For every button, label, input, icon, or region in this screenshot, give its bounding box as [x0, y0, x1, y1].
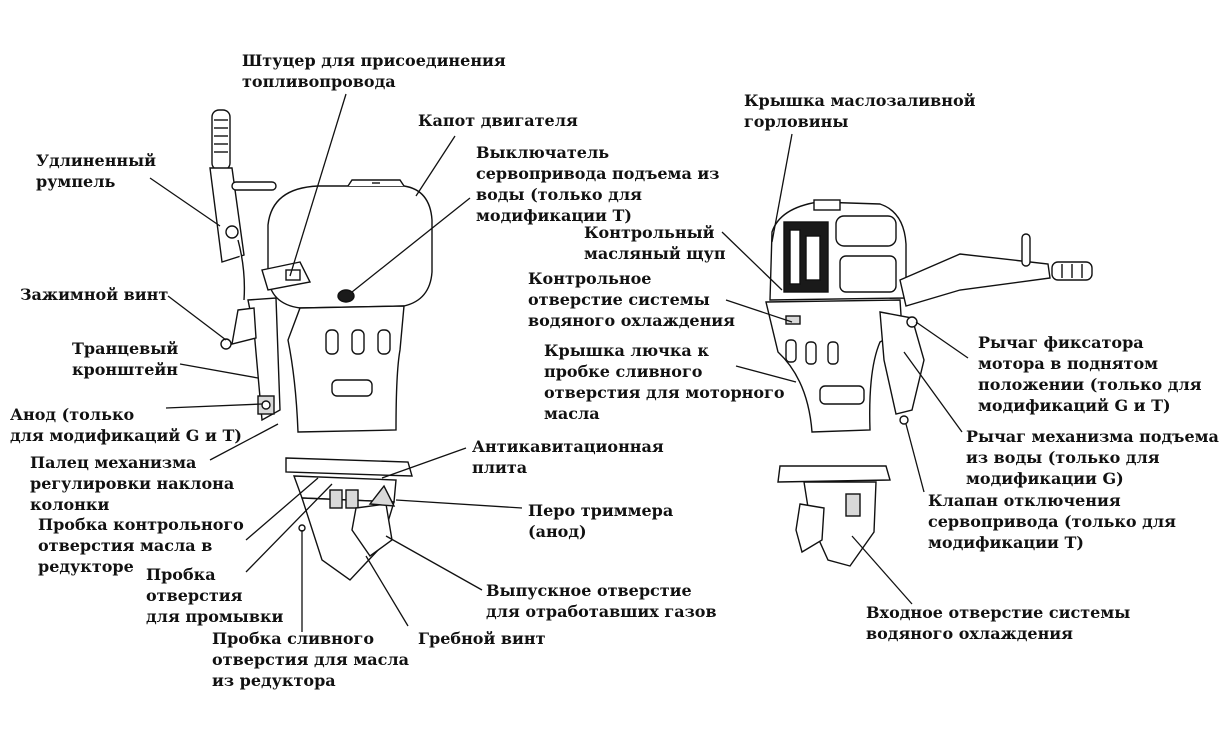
leader-oil-drain-cover	[735, 365, 797, 383]
label-clamp-screw: Зажимной винт	[20, 285, 169, 304]
leader-dipstick	[721, 231, 783, 291]
label-exhaust-outlet: Выпускное отверстие для отработавших газ…	[486, 581, 717, 621]
label-transom-bracket: Транцевый кронштейн	[72, 339, 179, 379]
lower-unit-shape	[285, 457, 413, 581]
leader-anode	[165, 403, 263, 409]
leader-trim-tab	[395, 499, 523, 509]
label-trim-tab: Перо триммера (анод)	[528, 501, 674, 541]
label-oil-filler-cap: Крышка маслозаливной горловины	[744, 91, 976, 131]
powerhead-shape	[769, 199, 907, 301]
right-motor-illustration	[765, 199, 1093, 567]
clamp-bracket-shape	[220, 297, 281, 422]
label-propeller: Гребной винт	[418, 629, 546, 648]
label-tilt-pin: Палец механизма регулировки наклона коло…	[30, 453, 235, 514]
midsection-shape	[287, 305, 405, 433]
label-dipstick: Контрольный масляный щуп	[584, 223, 726, 263]
leader-fuel-fitting	[289, 93, 347, 277]
label-power-tilt-switch: Выключатель сервопривода подъема из воды…	[476, 143, 720, 225]
label-extended-tiller: Удлиненный румпель	[36, 151, 157, 191]
leader-lines	[149, 93, 969, 632]
leader-exhaust-outlet	[385, 535, 483, 591]
label-anode: Анод (только для модификаций G и T)	[10, 405, 242, 445]
label-cooling-check-hole: Контрольное отверстие системы водяного о…	[528, 269, 735, 330]
tiller-handle	[209, 109, 277, 301]
label-fuel-fitting: Штуцер для присоединения топливопровода	[242, 51, 506, 91]
label-engine-cover: Капот двигателя	[418, 111, 578, 130]
label-gear-oil-drain-plug: Пробка сливного отверстия для масла из р…	[212, 629, 409, 690]
leader-power-tilt-switch	[351, 197, 471, 293]
leader-flush-plug	[245, 483, 333, 573]
leader-engine-cover	[415, 135, 456, 197]
leader-water-intake	[851, 535, 913, 605]
right-tiller	[899, 233, 1093, 307]
label-flush-plug: Пробка отверстия для промывки	[146, 565, 284, 626]
engine-cover-shape	[261, 179, 433, 309]
label-oil-drain-cover: Крышка лючка к пробке сливного отверстия…	[544, 341, 785, 423]
label-manual-release-valve: Клапан отключения сервопривода (только д…	[928, 491, 1176, 552]
leader-manual-release-valve	[905, 423, 925, 493]
leader-cooling-check-hole	[725, 299, 793, 323]
leader-tilt-lock-lever	[915, 321, 969, 359]
leader-transom-bracket	[179, 363, 259, 379]
right-lower-unit-shape	[777, 465, 891, 567]
label-anti-cavitation-plate: Антикавитационная плита	[472, 437, 664, 477]
label-tilt-lock-lever: Рычаг фиксатора мотора в поднятом положе…	[978, 333, 1202, 415]
leader-anti-cavitation-plate	[381, 447, 467, 479]
leader-clamp-screw	[167, 295, 227, 341]
label-water-intake: Входное отверстие системы водяного охлаж…	[866, 603, 1131, 643]
leader-gear-oil-level-plug	[245, 477, 319, 541]
leader-tilt-lever-g	[903, 351, 963, 433]
leader-tilt-pin	[209, 423, 279, 461]
label-gear-oil-level-plug: Пробка контрольного отверстия масла в ре…	[38, 515, 244, 576]
leader-extended-tiller	[149, 177, 221, 227]
label-tilt-lever-g: Рычаг механизма подъема из воды (только …	[966, 427, 1219, 488]
left-motor-illustration	[209, 109, 433, 581]
leader-propeller	[365, 555, 409, 627]
leader-oil-filler-cap	[771, 133, 793, 243]
right-midsection-shape	[765, 299, 925, 433]
